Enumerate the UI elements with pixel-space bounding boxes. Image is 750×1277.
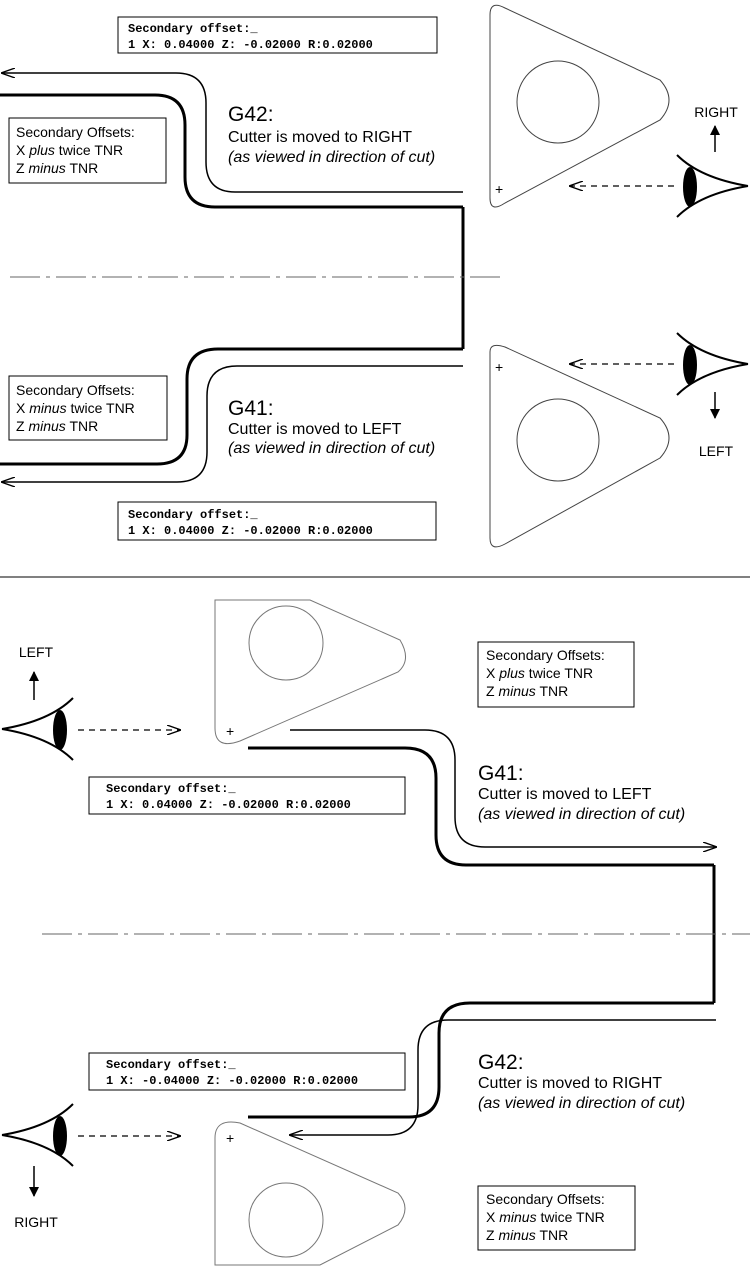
svg-text:1 X: 0.04000 Z: -0.02000 R:0.: 1 X: 0.04000 Z: -0.02000 R:0.02000: [106, 798, 351, 812]
svg-text:+: +: [495, 359, 503, 375]
eye-icon: [676, 332, 749, 396]
svg-text:Z minus TNR: Z minus TNR: [16, 418, 98, 434]
g41-desc-bottom: Cutter is moved to LEFT: [478, 786, 652, 803]
svg-text:Secondary offset:_: Secondary offset:_: [106, 782, 236, 796]
g41-desc-top: Cutter is moved to LEFT: [228, 421, 402, 438]
bottom-section: + LEFT Secondary Offsets: X plus twice T…: [1, 599, 750, 1266]
eye-icon: [676, 154, 749, 218]
svg-text:Secondary Offsets:: Secondary Offsets:: [486, 1191, 605, 1207]
g41-note-bottom: (as viewed in direction of cut): [478, 806, 685, 823]
toolpath-top-g42-light: [2, 73, 463, 193]
insert-bottom-g41: +: [214, 599, 406, 745]
svg-text:Secondary offset:_: Secondary offset:_: [128, 508, 258, 522]
screen-line2: 1 X: 0.04000 Z: -0.02000 R:0.02000: [128, 38, 373, 52]
g42-desc-bottom: Cutter is moved to RIGHT: [478, 1075, 662, 1092]
toolpath-bottom-g42-light: [290, 1019, 716, 1135]
direction-label-right-top: RIGHT: [694, 104, 738, 120]
toolpath-top-g41-heavy: [0, 347, 463, 466]
offsets-box-bottom-g41: Secondary Offsets: X plus twice TNR Z mi…: [477, 641, 635, 708]
screen-readout-bottom-g42: Secondary offset:_ 1 X: -0.04000 Z: -0.0…: [88, 1052, 406, 1091]
svg-text:X minus twice TNR: X minus twice TNR: [486, 1209, 605, 1225]
insert-top-g42: +: [489, 4, 670, 208]
svg-text:Z minus TNR: Z minus TNR: [486, 683, 568, 699]
screen-readout-bottom-g41: Secondary offset:_ 1 X: 0.04000 Z: -0.02…: [88, 776, 406, 815]
eye-icon: [1, 697, 74, 761]
direction-label-left-top: LEFT: [699, 443, 734, 459]
svg-text:X plus twice TNR: X plus twice TNR: [486, 665, 593, 681]
offsets-heading: Secondary Offsets:: [16, 124, 135, 140]
insert-bottom-g42: +: [214, 1121, 406, 1266]
toolpath-bottom-g42-heavy: [248, 1001, 714, 1119]
g42-note-top: (as viewed in direction of cut): [228, 149, 435, 166]
toolpath-top-g41-light: [2, 365, 463, 482]
svg-text:X plus twice TNR: X plus twice TNR: [16, 142, 123, 158]
svg-text:1 X: 0.04000 Z: -0.02000 R:0.: 1 X: 0.04000 Z: -0.02000 R:0.02000: [128, 524, 373, 538]
insert-top-g41: +: [489, 344, 670, 548]
g42-desc-top: Cutter is moved to RIGHT: [228, 129, 412, 146]
eye-icon: [1, 1103, 74, 1167]
toolpath-top-g42-heavy: [0, 93, 463, 209]
offsets-box-bottom-g42: Secondary Offsets: X minus twice TNR Z m…: [477, 1185, 636, 1251]
svg-text:+: +: [226, 723, 234, 739]
svg-text:Secondary offset:_: Secondary offset:_: [106, 1058, 236, 1072]
offsets-box-top-g42: Secondary Offsets: X plus twice TNR Z mi…: [8, 117, 167, 184]
g41-code-top: G41:: [228, 397, 274, 420]
direction-label-left-bottom: LEFT: [19, 644, 54, 660]
svg-text:Secondary Offsets:: Secondary Offsets:: [486, 647, 605, 663]
svg-text:1 X: -0.04000 Z: -0.02000 R:0: 1 X: -0.04000 Z: -0.02000 R:0.02000: [106, 1074, 358, 1088]
toolpath-bottom-g41-heavy: [248, 746, 714, 867]
offsets-box-top-g41: Secondary Offsets: X minus twice TNR Z m…: [8, 375, 168, 441]
toolpath-bottom-g41-light: [290, 729, 716, 847]
svg-text:X minus twice TNR: X minus twice TNR: [16, 400, 135, 416]
screen-readout-top-g42: Secondary offset:_ 1 X: 0.04000 Z: -0.02…: [117, 16, 438, 54]
g41-note-top: (as viewed in direction of cut): [228, 440, 435, 457]
svg-text:+: +: [495, 181, 503, 197]
direction-label-right-bottom: RIGHT: [14, 1214, 58, 1230]
svg-text:+: +: [226, 1130, 234, 1146]
g41-code-bottom: G41:: [478, 762, 524, 785]
screen-line1: Secondary offset:_: [128, 22, 258, 36]
top-section: Secondary offset:_ 1 X: 0.04000 Z: -0.02…: [0, 4, 749, 548]
g42-note-bottom: (as viewed in direction of cut): [478, 1095, 685, 1112]
g42-code-top: G42:: [228, 103, 274, 126]
g42-code-bottom: G42:: [478, 1051, 524, 1074]
svg-text:Z minus TNR: Z minus TNR: [16, 160, 98, 176]
svg-text:Secondary Offsets:: Secondary Offsets:: [16, 382, 135, 398]
svg-text:Z minus TNR: Z minus TNR: [486, 1227, 568, 1243]
screen-readout-top-g41: Secondary offset:_ 1 X: 0.04000 Z: -0.02…: [117, 501, 437, 541]
